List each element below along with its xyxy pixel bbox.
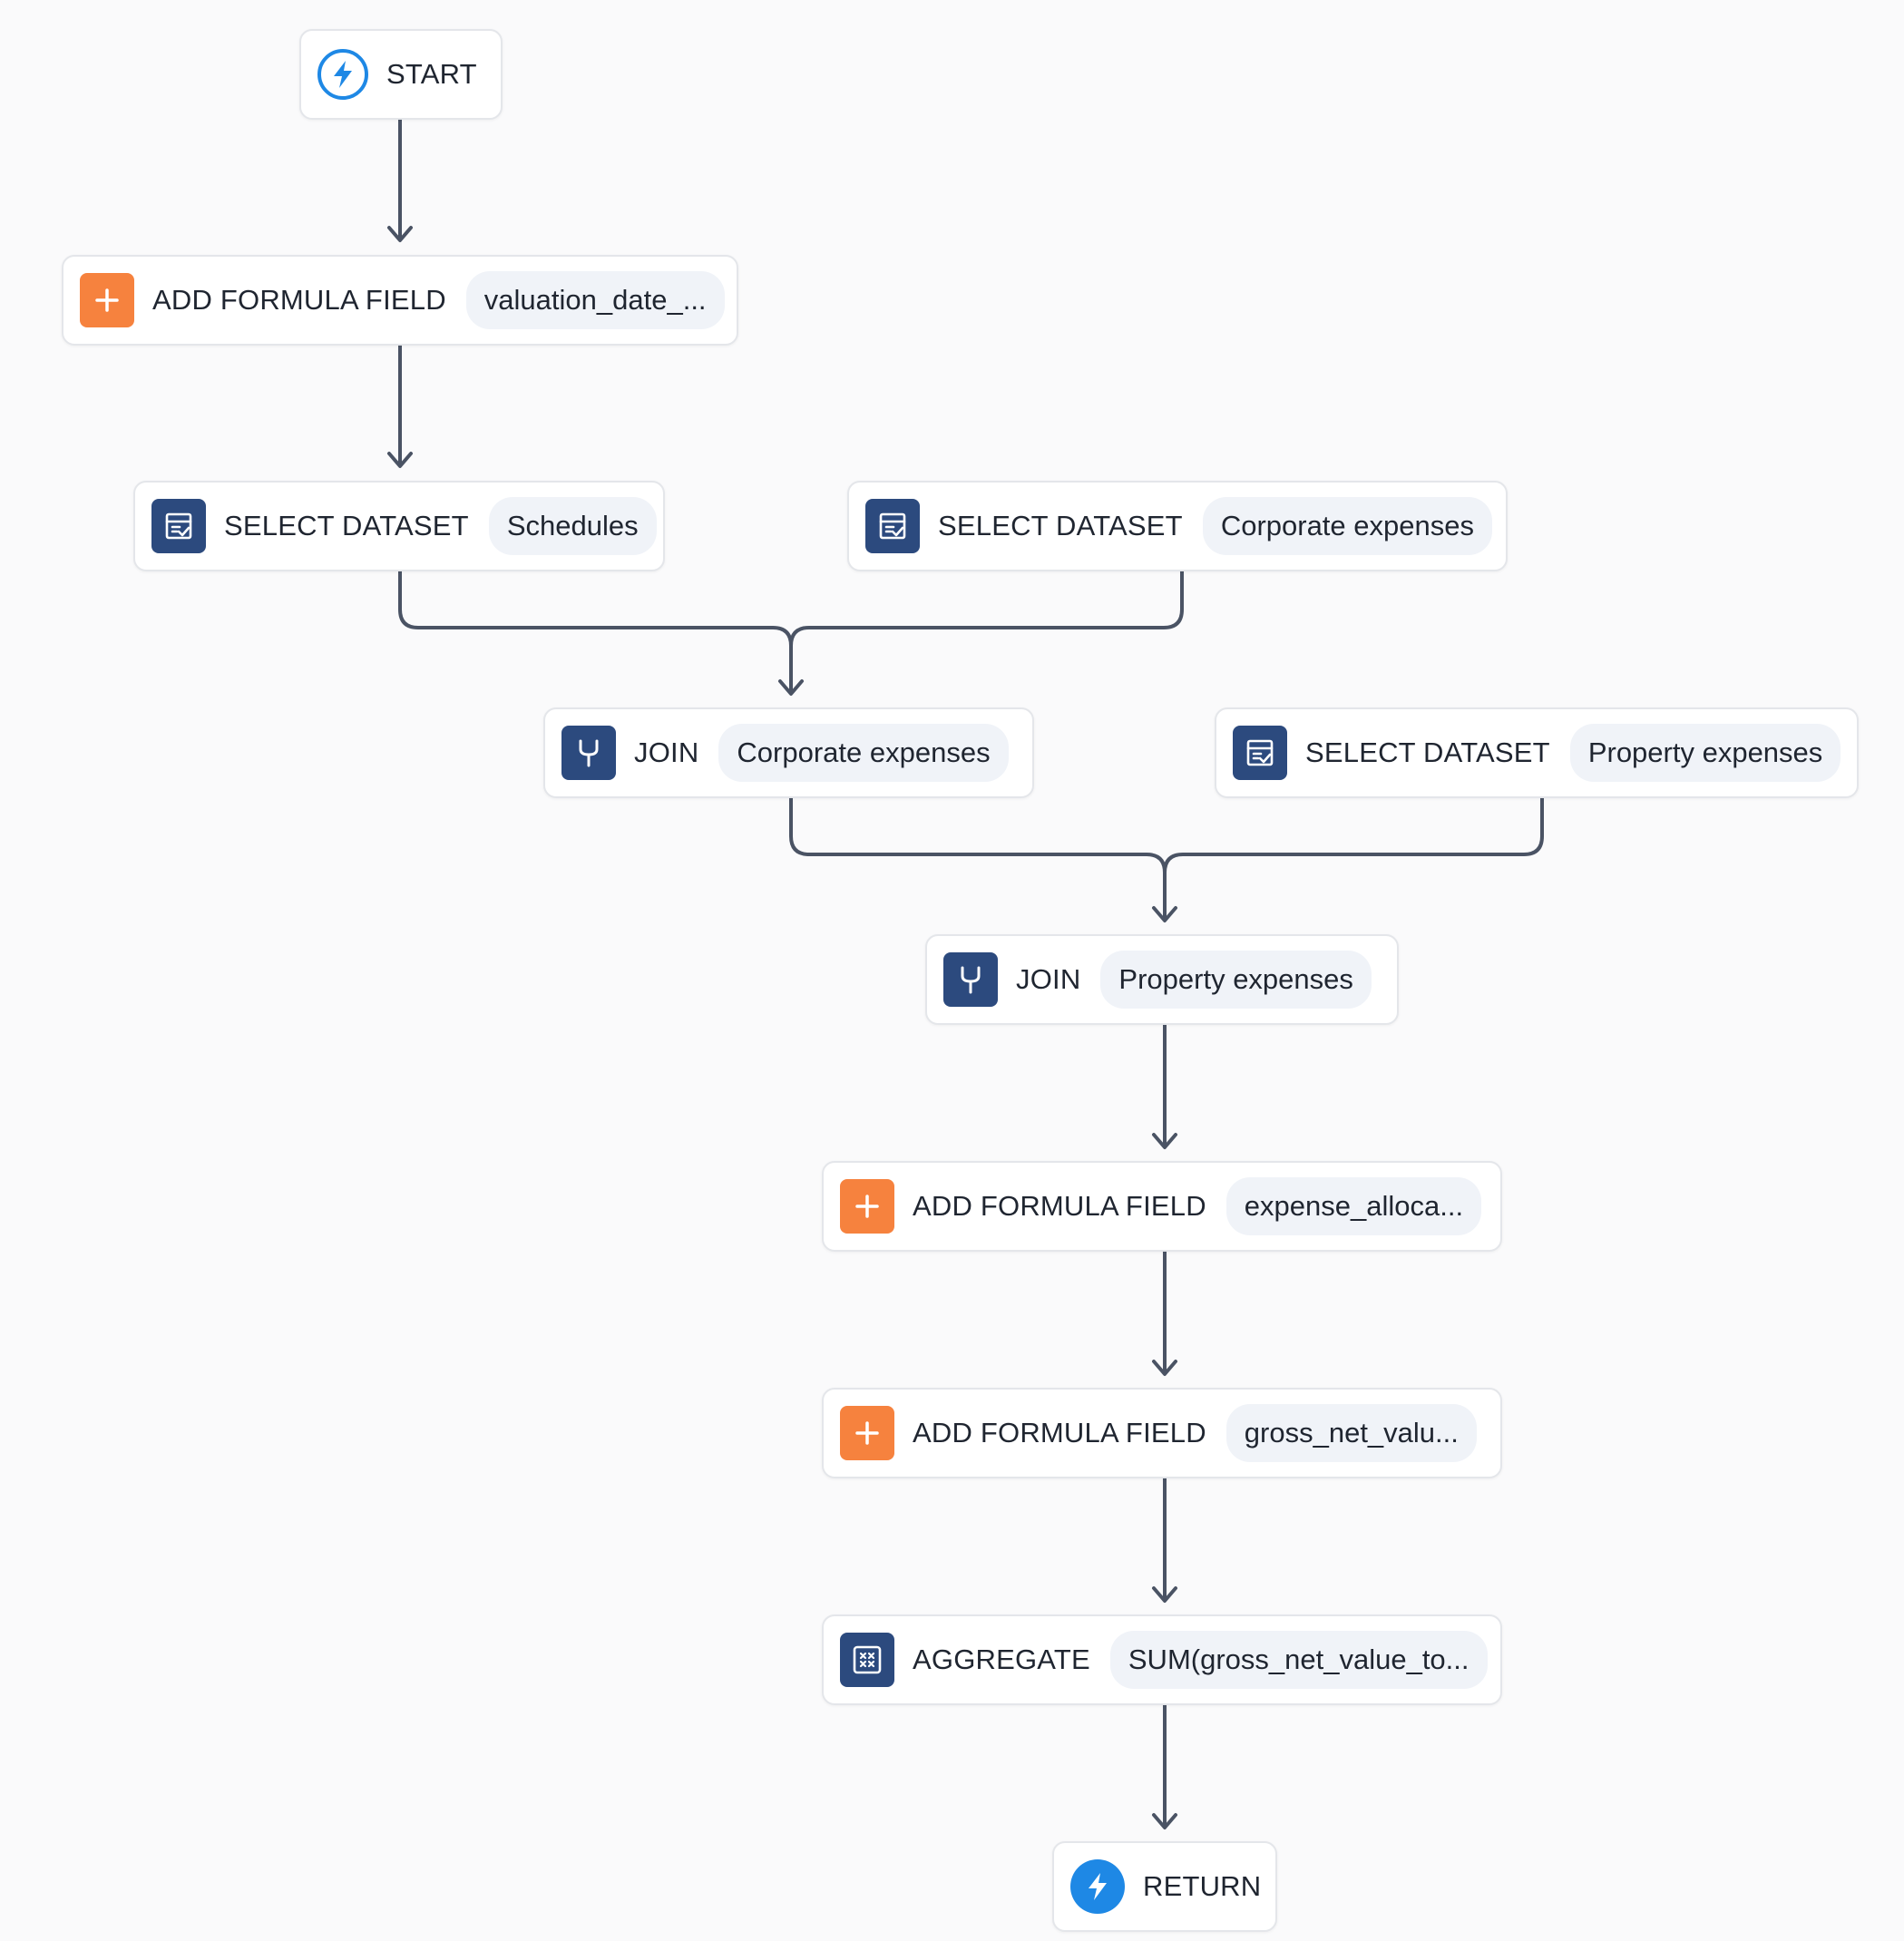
select-dataset-node[interactable]: SELECT DATASET Corporate expenses <box>847 481 1508 571</box>
start-label: START <box>386 58 477 90</box>
arrowhead <box>1152 1133 1177 1149</box>
node-type-label: SELECT DATASET <box>1305 736 1550 768</box>
node-type-label: SELECT DATASET <box>938 510 1183 541</box>
plus-icon <box>80 273 134 327</box>
dataset-name: Corporate expenses <box>1202 497 1492 555</box>
add-formula-field-node[interactable]: ADD FORMULA FIELD expense_alloca... <box>822 1161 1502 1252</box>
node-type-label: ADD FORMULA FIELD <box>913 1417 1206 1448</box>
aggregate-node[interactable]: AGGREGATE SUM(gross_net_value_to... <box>822 1614 1502 1705</box>
arrowhead <box>1152 1360 1177 1376</box>
formula-field-name: gross_net_valu... <box>1225 1404 1477 1462</box>
dataset-icon <box>1233 726 1287 780</box>
aggregate-expression: SUM(gross_net_value_to... <box>1109 1631 1488 1689</box>
plus-icon <box>840 1406 894 1460</box>
return-label: RETURN <box>1143 1870 1262 1902</box>
node-type-label: JOIN <box>634 736 699 768</box>
node-type-label: AGGREGATE <box>913 1644 1090 1675</box>
lightning-icon <box>1070 1859 1125 1914</box>
add-formula-field-node[interactable]: ADD FORMULA FIELD valuation_date_... <box>62 255 738 346</box>
connector-join-to-join <box>789 796 1167 921</box>
arrowhead <box>1152 906 1177 922</box>
dataset-icon <box>865 499 920 553</box>
plus-icon <box>840 1179 894 1234</box>
node-type-label: ADD FORMULA FIELD <box>152 284 446 316</box>
arrowhead <box>778 679 804 696</box>
formula-field-name: valuation_date_... <box>465 271 725 329</box>
start-node[interactable]: START <box>299 29 503 120</box>
node-type-label: JOIN <box>1016 963 1081 995</box>
node-type-label: ADD FORMULA FIELD <box>913 1190 1206 1222</box>
join-dataset-name: Property expenses <box>1100 951 1372 1009</box>
return-node[interactable]: RETURN <box>1052 1841 1277 1932</box>
join-node[interactable]: JOIN Corporate expenses <box>543 707 1034 798</box>
merge-icon <box>943 952 998 1007</box>
dataset-name: Schedules <box>488 497 657 555</box>
arrowhead <box>1152 1586 1177 1603</box>
arrowhead <box>387 452 413 468</box>
join-dataset-name: Corporate expenses <box>718 724 1009 782</box>
select-dataset-node[interactable]: SELECT DATASET Schedules <box>133 481 665 571</box>
connector-schedules-to-join <box>398 570 793 694</box>
arrowhead <box>1152 1813 1177 1829</box>
connector-property-to-join <box>1163 796 1544 874</box>
dataset-name: Property expenses <box>1569 724 1841 782</box>
connector-corporate-to-join <box>789 570 1184 648</box>
dataset-icon <box>151 499 206 553</box>
lightning-icon <box>317 49 368 100</box>
join-node[interactable]: JOIN Property expenses <box>925 934 1399 1025</box>
arrowhead <box>387 226 413 242</box>
add-formula-field-node[interactable]: ADD FORMULA FIELD gross_net_valu... <box>822 1388 1502 1478</box>
aggregate-icon <box>840 1633 894 1687</box>
formula-field-name: expense_alloca... <box>1225 1177 1482 1235</box>
node-type-label: SELECT DATASET <box>224 510 469 541</box>
merge-icon <box>561 726 616 780</box>
select-dataset-node[interactable]: SELECT DATASET Property expenses <box>1215 707 1859 798</box>
